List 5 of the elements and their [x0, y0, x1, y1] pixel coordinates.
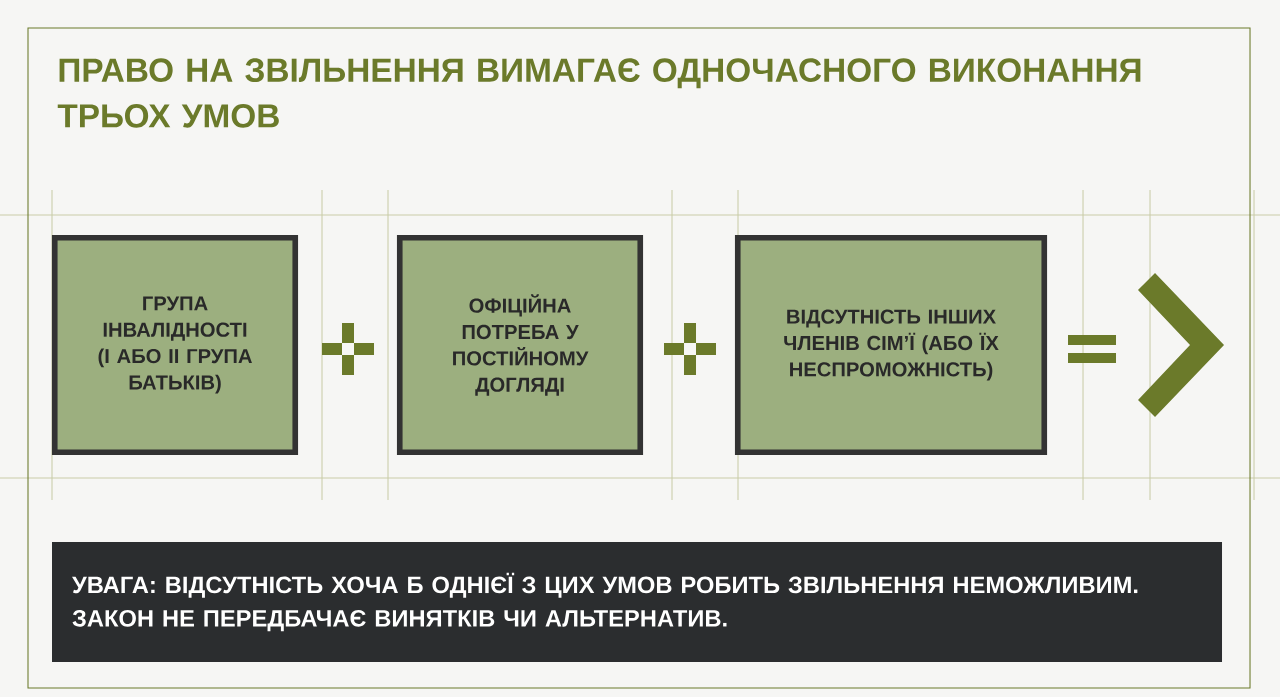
- warning-banner: УВАГА: ВІДСУТНІСТЬ ХОЧА Б ОДНІЄЇ З ЦИХ УМОВ РОБИТЬ ЗВІЛЬНЕННЯ НЕМОЖЛИВИМ. ЗАКОН НЕ ПЕРЕДБАЧАЄ ВИНЯТКІВ ЧИ АЛЬТЕРНАТИВ.: [52, 542, 1222, 662]
- condition-box: ВІДСУТНІСТЬ ІНШИХ ЧЛЕНІВ СІМ’Ї (АБО ЇХ НЕСПРОМОЖНІСТЬ): [734, 234, 1048, 456]
- diagram-title: ПРАВО НА ЗВІЛЬНЕННЯ ВИМАГАЄ ОДНОЧАСНОГО ВИКОНАННЯ ТРЬОХ УМОВ: [57, 58, 1141, 128]
- condition-box: ГРУПА ІНВАЛІДНОСТІ (І АБО ІІ ГРУПА БАТЬКІВ): [51, 234, 299, 456]
- condition-box: ОФІЦІЙНА ПОТРЕБА У ПОСТІЙНОМУ ДОГЛЯДІ: [396, 234, 644, 456]
